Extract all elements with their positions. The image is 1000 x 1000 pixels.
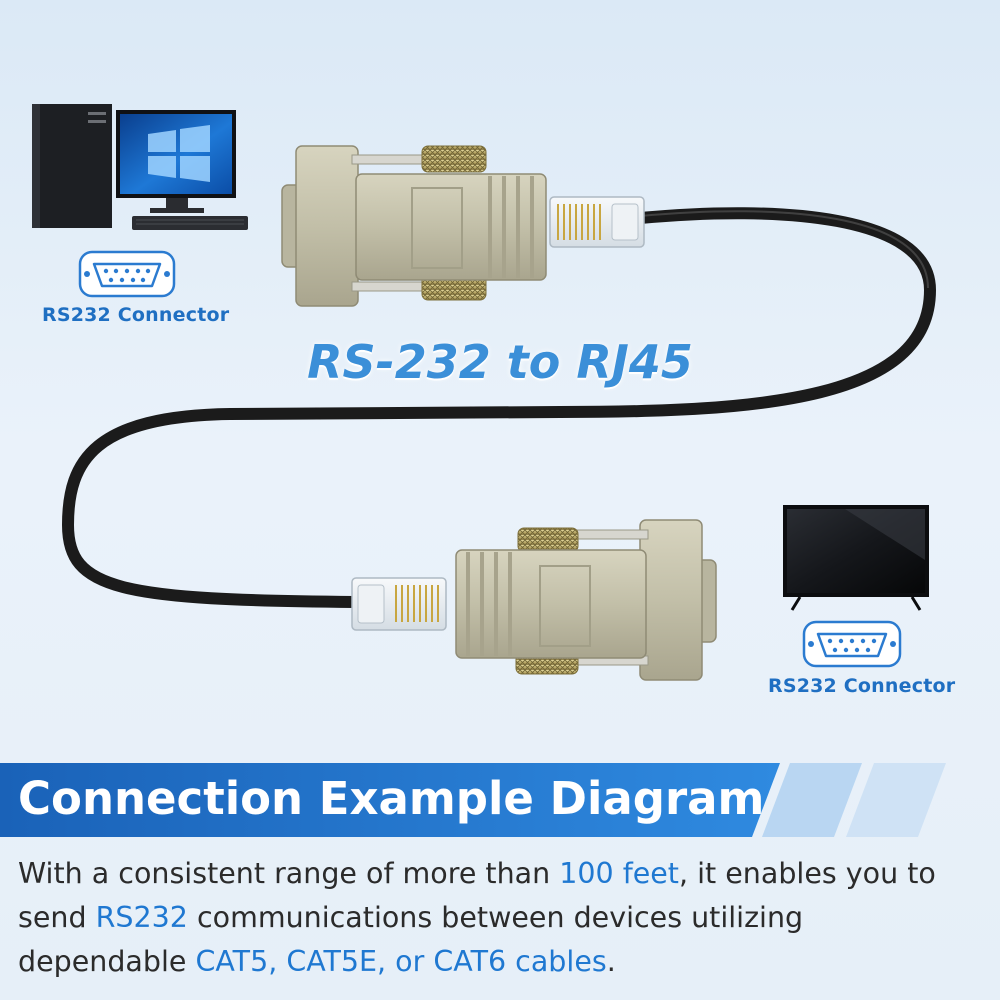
television-icon — [783, 505, 929, 611]
db9-serial-port-icon — [802, 620, 902, 668]
db9-serial-port-icon — [78, 250, 176, 298]
left-device-label: RS232 Connector — [42, 304, 230, 326]
right-device-label: RS232 Connector — [768, 675, 956, 697]
network-cable — [61, 207, 937, 608]
rj45-plug-bottom — [351, 577, 447, 631]
description-text: With a consistent range of more than 100… — [18, 857, 936, 978]
rj45-plug-top — [549, 196, 645, 248]
desktop-computer-icon — [32, 104, 248, 230]
product-title: RS-232 to RJ45 — [307, 335, 693, 389]
section-banner — [0, 763, 946, 837]
db9-to-rj45-adapter-bottom — [455, 519, 717, 681]
connection-scene — [32, 104, 937, 681]
banner-title: Connection Example Diagram — [18, 772, 765, 825]
db9-to-rj45-adapter-top — [281, 145, 547, 307]
